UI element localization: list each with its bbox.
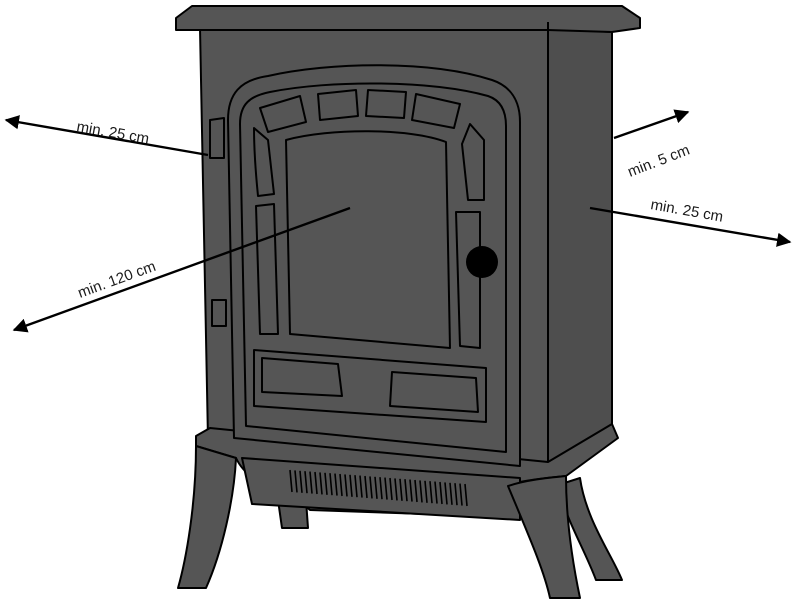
electric-stove: [175, 5, 641, 599]
arch-stone-6: [461, 123, 485, 201]
vent-slat: [459, 483, 463, 506]
label-back-clearance: min. 5 cm: [625, 142, 692, 181]
vent-slat: [404, 479, 408, 502]
vent-slat: [369, 476, 373, 499]
vent-slat: [349, 474, 353, 497]
vent-slat: [419, 480, 423, 503]
vent-slat: [374, 476, 378, 499]
vent-slat: [454, 483, 458, 506]
hinge-bottom: [211, 299, 227, 327]
hinge-top: [209, 117, 225, 159]
label-right-side-clearance: min. 25 cm: [649, 196, 724, 225]
arch-stone-2: [317, 89, 359, 121]
arrow-front: [12, 206, 351, 333]
vent-slat: [389, 477, 393, 501]
vent-slat: [464, 483, 468, 507]
arch-stone-3: [365, 89, 407, 119]
vent-slat: [444, 482, 448, 505]
vent-slats: [289, 469, 468, 507]
vent-slat: [354, 475, 358, 498]
vent-slat: [294, 470, 298, 493]
vent-slat: [424, 480, 428, 503]
arrow-back: [613, 109, 690, 140]
vent-slat: [304, 471, 308, 494]
vent-slat: [314, 471, 318, 495]
pillar-right: [455, 211, 481, 349]
arch-stone-5: [253, 127, 275, 197]
label-left-side-clearance: min. 25 cm: [75, 118, 150, 147]
vent-slat: [449, 482, 453, 505]
vent-slat: [379, 477, 383, 500]
vent-slat: [319, 472, 323, 495]
arch-stone-4: [411, 93, 461, 129]
vent-slat: [289, 469, 293, 493]
vent-slat: [299, 470, 303, 493]
vent-slat: [339, 473, 343, 497]
arch-stone-1: [259, 95, 307, 133]
vent-slat: [384, 477, 388, 500]
clearance-arrows: [4, 109, 792, 333]
vent-slat: [364, 475, 368, 499]
vent-slat: [324, 472, 328, 495]
lower-panel-left: [261, 357, 343, 397]
vent-slat: [329, 473, 333, 496]
front-leg-right: [507, 475, 581, 599]
vent-slat: [399, 478, 403, 501]
stove-top-lid: [175, 5, 641, 33]
front-leg-left: [177, 445, 237, 589]
door-knob: [466, 246, 498, 278]
vent-slat: [309, 471, 313, 494]
vent-slat: [334, 473, 338, 496]
arrow-left-side: [4, 115, 209, 157]
lower-panel-right: [389, 371, 479, 413]
vent-slat: [429, 481, 433, 504]
vent-slat: [359, 475, 363, 498]
vent-slat: [414, 479, 418, 503]
vent-slat: [344, 474, 348, 497]
pillar-left: [255, 203, 279, 335]
vent-slat: [409, 479, 413, 502]
label-front-clearance: min. 120 cm: [76, 258, 159, 302]
stove-side-panel: [547, 27, 613, 471]
vent-slat: [434, 481, 438, 504]
arrow-right-side: [589, 206, 792, 247]
vent-slat: [394, 478, 398, 501]
fire-window: [285, 130, 451, 349]
vent-slat: [439, 481, 443, 505]
